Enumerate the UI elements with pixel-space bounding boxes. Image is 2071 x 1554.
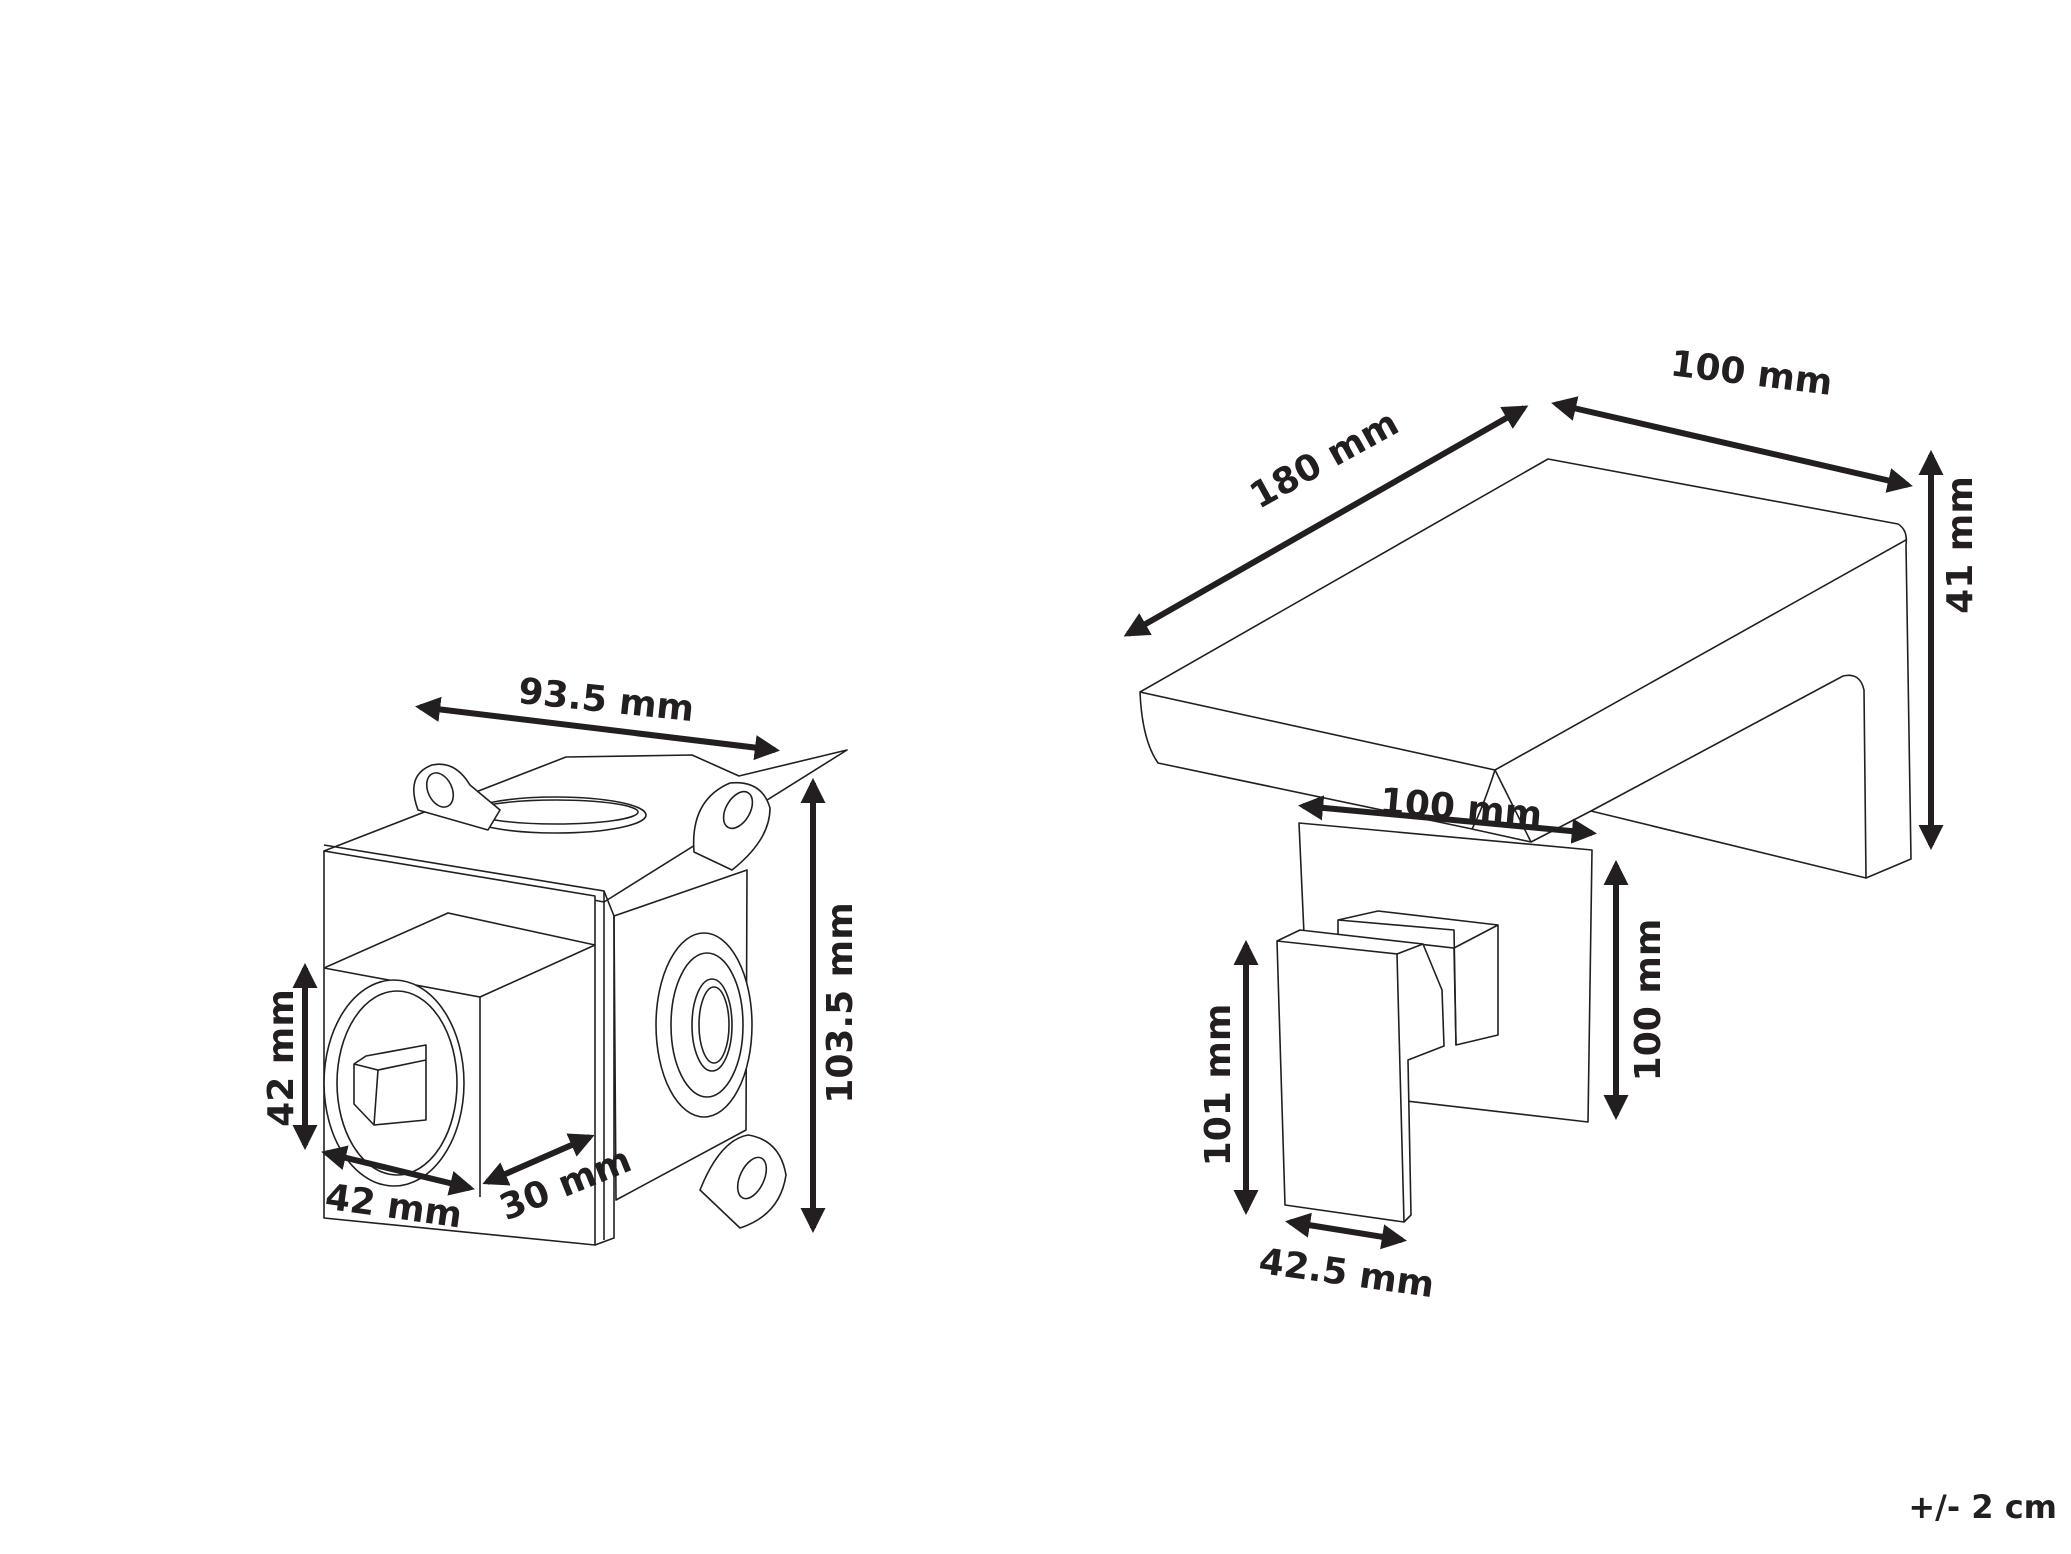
handle-height-label: 101 mm (1198, 1004, 1239, 1167)
plate-height-label: 100 mm (1628, 919, 1669, 1082)
plate-height-dimension: 100 mm (1603, 859, 1669, 1121)
knob-height-dimension: 42 mm (261, 962, 318, 1151)
mixer-drawing (1276, 822, 1593, 1223)
box-width-dimension: 93.5 mm (414, 671, 781, 761)
handle-width-label: 42.5 mm (1256, 1241, 1436, 1306)
knob-height-label: 42 mm (261, 989, 302, 1127)
spout-width-label: 100 mm (1668, 343, 1834, 404)
spout-width-dimension: 100 mm (1551, 343, 1913, 493)
box-height-label: 103.5 mm (820, 902, 861, 1103)
handle-height-dimension: 101 mm (1198, 939, 1259, 1216)
tolerance-note: +/- 2 cm (1908, 1488, 2057, 1526)
handle-width-dimension: 42.5 mm (1256, 1212, 1437, 1306)
box-height-dimension: 103.5 mm (800, 777, 861, 1234)
spout-height-label: 41 mm (1940, 476, 1981, 614)
spout-length-label: 180 mm (1243, 403, 1405, 518)
spout-height-dimension: 41 mm (1918, 449, 1981, 851)
